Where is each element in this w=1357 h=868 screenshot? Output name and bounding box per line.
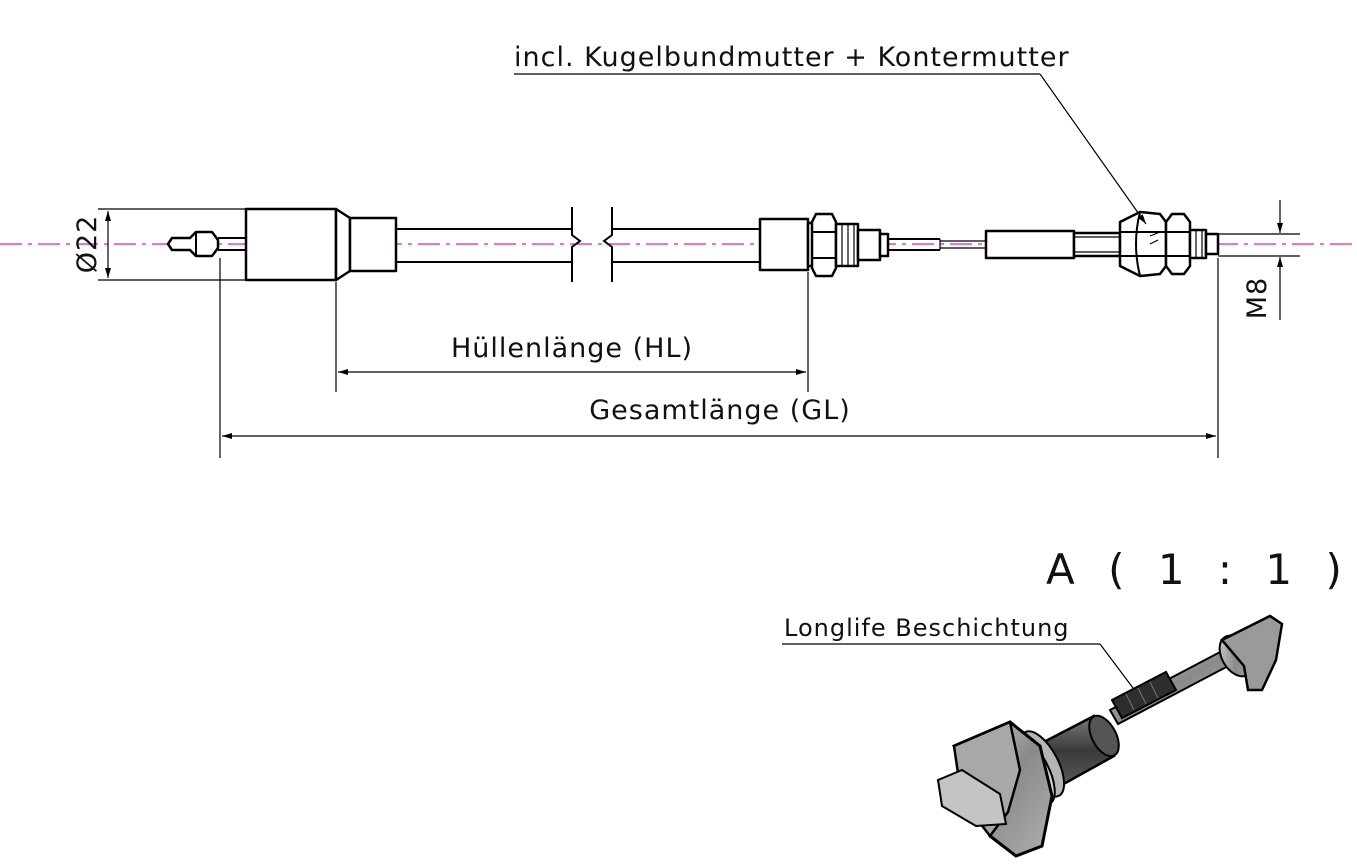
- detail-title: A ( 1 : 1 ): [1046, 545, 1352, 594]
- total-length-dimension: Gesamtlänge (GL): [219, 258, 1219, 458]
- left-end-fitting: [166, 230, 246, 258]
- ball-collar-nut: [1118, 210, 1168, 278]
- hex-nut-with-washer: [806, 212, 890, 278]
- cable-assembly: [166, 207, 1220, 282]
- sleeve-taper: [334, 207, 352, 282]
- threaded-rod: [984, 229, 1122, 260]
- sheath-length-dimension: Hüllenlänge (HL): [335, 272, 809, 392]
- sleeve-body: [244, 207, 338, 282]
- inner-wire: [888, 238, 986, 251]
- diameter-label: Ø22: [72, 215, 103, 274]
- sheath-length-label: Hüllenlänge (HL): [451, 333, 693, 364]
- thread-dimension: M8: [1218, 200, 1300, 320]
- thread-label: M8: [1242, 277, 1273, 319]
- detail-3d-view: [936, 614, 1284, 858]
- sheath-left: [396, 207, 582, 282]
- sheath-right: [602, 207, 760, 282]
- diameter-dimension: Ø22: [72, 208, 246, 281]
- nut-callout-label: incl. Kugelbundmutter + Kontermutter: [514, 42, 1070, 73]
- sheath-ferrule: [758, 217, 810, 272]
- total-length-label: Gesamtlänge (GL): [589, 395, 851, 426]
- coating-callout: Longlife Beschichtung: [782, 614, 1143, 701]
- lock-nut: [1164, 212, 1220, 276]
- sleeve-neck: [348, 216, 398, 273]
- coating-callout-label: Longlife Beschichtung: [784, 614, 1070, 642]
- nut-callout: incl. Kugelbundmutter + Kontermutter: [514, 42, 1147, 225]
